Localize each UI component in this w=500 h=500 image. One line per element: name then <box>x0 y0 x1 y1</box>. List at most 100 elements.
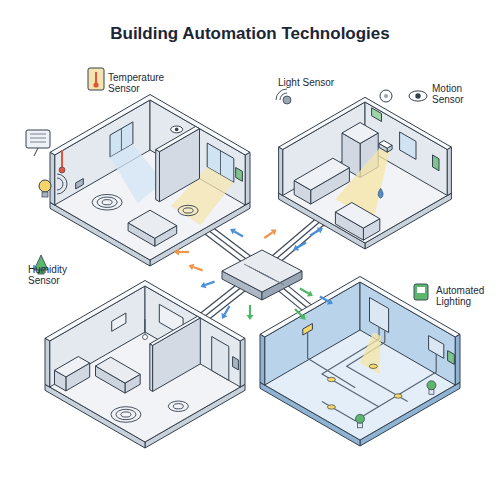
signal-arc <box>57 174 67 194</box>
eye-icon <box>409 91 427 101</box>
cable-line <box>220 151 221 175</box>
flow-arrow-shaft <box>320 297 329 302</box>
signal-ripple <box>168 401 188 411</box>
kitchen-counter <box>294 158 349 190</box>
wall-cap <box>45 281 245 342</box>
motion-sensor-dot <box>384 94 388 98</box>
flow-arrow-head <box>174 249 179 256</box>
signal-ripple <box>178 205 198 215</box>
plant-leaves <box>356 414 365 423</box>
flow-arrow-shaft <box>179 251 189 253</box>
partition-wall <box>156 150 160 202</box>
thermostat-tablet <box>26 130 50 148</box>
flow-arrow <box>318 293 334 307</box>
signal-ripple <box>97 197 117 207</box>
flow-arrow-head <box>199 282 206 290</box>
flow-arrow-shaft <box>205 282 214 285</box>
cable-line <box>308 332 356 388</box>
flow-arrow-head <box>291 244 299 253</box>
cable-line <box>121 129 122 151</box>
control-panel <box>433 155 440 171</box>
signal-ripple <box>102 200 112 205</box>
network-hub <box>222 250 302 300</box>
flow-arrow <box>291 239 307 253</box>
flow-arrow <box>293 307 309 323</box>
rooms <box>45 95 460 449</box>
wall-end <box>45 338 50 387</box>
light-sensor-device <box>372 108 382 122</box>
flow-arrow-head <box>187 262 194 270</box>
cable-line <box>347 330 408 401</box>
flow-arrow <box>247 305 254 320</box>
flow-arrow-head <box>317 225 325 234</box>
flow-arrow-head <box>300 314 308 322</box>
window <box>400 132 416 160</box>
plant-leaves <box>427 381 436 390</box>
signal-ripple <box>173 404 183 409</box>
room-cutaway <box>260 277 460 447</box>
light-bulb <box>39 180 51 192</box>
flow-arrow <box>298 285 314 299</box>
sensor-icons <box>26 68 428 300</box>
signal-arc <box>57 178 63 190</box>
room-wall <box>265 282 360 385</box>
flow-arrow <box>174 249 189 256</box>
cable-line <box>264 274 284 285</box>
flow-arrow-shaft <box>225 306 230 315</box>
bulb-base <box>42 192 48 197</box>
pendant-lamp <box>143 335 148 340</box>
diagram-title: Building Automation Technologies <box>0 24 500 44</box>
wall-cap <box>50 95 250 156</box>
flow-arrow-shaft <box>295 309 302 316</box>
flow-arrow-shaft <box>249 305 251 315</box>
signal-ripple <box>121 412 131 417</box>
temperature-icon <box>88 68 104 90</box>
floor-light <box>394 394 402 398</box>
sensor-label: Motion Sensor <box>432 83 478 105</box>
eye-icon <box>171 126 183 133</box>
thermostat <box>233 357 239 370</box>
floor-light <box>327 377 335 381</box>
flow-arrow-shaft <box>310 231 319 236</box>
wall-end <box>447 147 451 195</box>
light-beam <box>110 144 163 203</box>
eye-pupil <box>415 93 420 98</box>
furniture <box>128 210 177 238</box>
flow-arrow-head <box>327 298 335 307</box>
partition-wall <box>150 316 201 345</box>
flow-arrow <box>187 262 203 274</box>
wall-shelf <box>112 313 126 331</box>
flow-arrow-shaft <box>300 289 309 294</box>
flow-arrow-head <box>307 290 315 299</box>
signal-ripple <box>111 407 141 423</box>
room-cutaway <box>279 97 452 249</box>
flow-arrow-head <box>247 315 254 320</box>
cable-line <box>34 148 38 156</box>
hub-top <box>222 250 302 292</box>
wall-end <box>245 152 250 205</box>
cable-line <box>61 150 63 168</box>
signal-ripple <box>92 194 122 210</box>
signal-ripple <box>116 409 136 419</box>
lighting-icon <box>414 284 428 300</box>
wall-end <box>240 338 245 387</box>
ceiling-lamp <box>379 141 392 149</box>
light-sensor-icon <box>283 96 291 104</box>
eye-pupil <box>175 128 179 132</box>
signal-arc <box>276 89 287 100</box>
sensor-label: Temperature Sensor <box>108 72 172 94</box>
sink-counter <box>335 203 379 229</box>
motion-sensor-icon <box>380 90 392 102</box>
sensor-label: Humidity Sensor <box>28 264 84 286</box>
cable-line <box>95 72 97 83</box>
flow-arrow <box>219 304 233 320</box>
flow-arrow <box>228 226 244 240</box>
flow-arrow <box>308 225 324 239</box>
cable-line <box>30 138 46 139</box>
sensor-label: Light Sensor <box>278 77 362 88</box>
signal-arc <box>280 93 287 100</box>
flow-arrow-head <box>219 313 228 321</box>
thermometer-bulb <box>93 82 98 87</box>
